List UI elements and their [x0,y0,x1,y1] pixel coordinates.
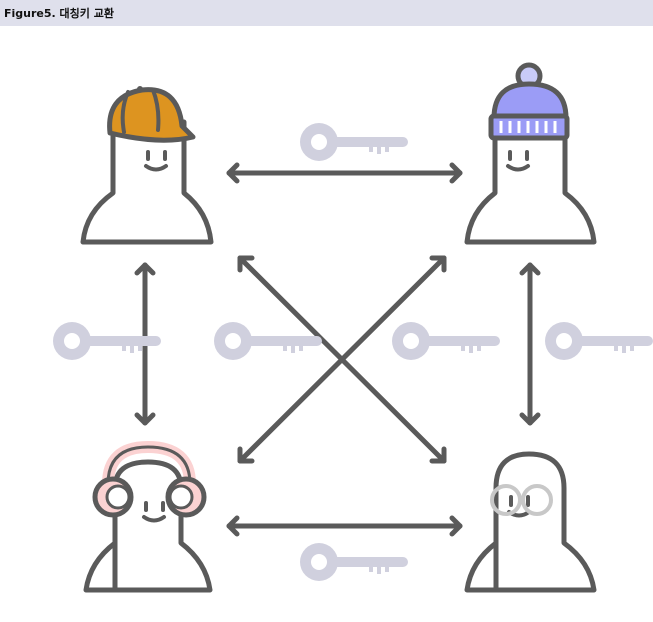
arrow-diagonal-up [237,255,447,464]
headphones-icon [92,441,207,518]
arrow-bottom [226,515,463,537]
person-body [464,119,597,245]
person-glasses [464,451,597,593]
person-body [464,451,597,593]
person-blue-beanie [464,62,597,245]
key-icon [545,322,653,360]
person-body [112,459,213,593]
beanie-icon [488,62,570,141]
arrow-right [519,262,541,426]
caption-bar: Figure5. 대칭키 교환 [0,0,653,26]
face [506,150,530,172]
key-icon [214,322,322,360]
person-body [80,119,214,245]
person-orange-cap [80,86,214,245]
face [142,501,166,523]
key-icon [300,543,408,581]
figure-caption: Figure5. 대칭키 교환 [4,7,114,20]
face [144,150,168,172]
key-icon [300,123,408,161]
arrow-top [226,162,463,184]
cap-icon [107,86,196,143]
glasses-icon [490,484,553,516]
key-icon [392,322,500,360]
person-pink-headphones [83,441,213,593]
